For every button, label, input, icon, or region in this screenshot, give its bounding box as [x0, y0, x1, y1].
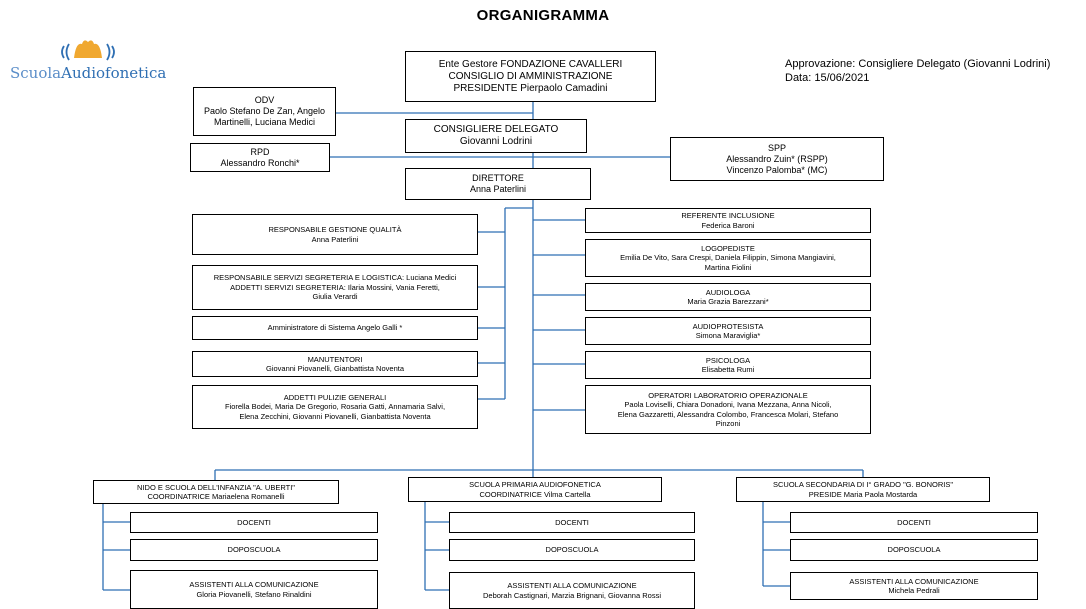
box-text-line: Paolo Stefano De Zan, Angelo	[203, 106, 326, 116]
box-text-line: SCUOLA SECONDARIA DI I° GRADO "G. BONORI…	[772, 480, 954, 489]
box-text-line: Emilia De Vito, Sara Crespi, Daniela Fil…	[620, 253, 836, 263]
box-text-line: Pinzoni	[715, 419, 741, 428]
page-title: ORGANIGRAMMA	[476, 7, 610, 24]
approval-date: Data: 15/06/2021	[785, 72, 870, 84]
box-text-line: RPD	[250, 146, 270, 157]
box-text-line: ADDETTI SERVIZI SEGRETERIA: Ilaria Mossi…	[230, 282, 440, 292]
box-text-line: Alessandro Zuin* (RSPP)	[726, 153, 828, 164]
box-text-line: Vincenzo Palomba* (MC)	[726, 164, 828, 175]
box-text-line: Gloria Piovanelli, Stefano Rinaldini	[196, 589, 312, 599]
school-logo: ScuolaAudiofonetica	[10, 36, 180, 86]
logo-wordmark: ScuolaAudiofonetica	[10, 64, 167, 82]
box-text-line: Michela Pedrali	[888, 586, 940, 595]
box-text-line: OPERATORI LABORATORIO OPERAZIONALE	[648, 390, 808, 400]
box-text-line: RESPONSABILE GESTIONE QUALITÀ	[268, 225, 402, 234]
box-text-line: LOGOPEDISTE	[701, 243, 755, 253]
box-text-line: Giovanni Piovanelli, Gianbattista Novent…	[266, 364, 404, 373]
amministratore-sistema-box: Amministratore di Sistema Angelo Galli *	[192, 316, 478, 340]
box-text-line: COORDINATRICE Mariaelena Romanelli	[147, 492, 285, 501]
box-text-line: Deborah Castignari, Marzia Brignani, Gio…	[482, 590, 661, 600]
box-text-line: DOPOSCUOLA	[887, 545, 941, 555]
box-text-line: Anna Paterlini	[311, 234, 359, 244]
box-text-line: PRESIDE Maria Paola Mostarda	[808, 489, 918, 499]
box-text-line: Giulia Verardi	[312, 292, 358, 302]
school-infanzia-docenti: DOCENTI	[130, 512, 378, 533]
box-text-line: Paola Loviselli, Chiara Donadoni, Ivana …	[624, 400, 832, 409]
school-primaria-doposcuola: DOPOSCUOLA	[449, 539, 695, 561]
school-primaria-docenti: DOCENTI	[449, 512, 695, 533]
box-text-line: COORDINATRICE Vilma Cartella	[479, 489, 591, 499]
box-text-line: ASSISTENTI ALLA COMUNICAZIONE	[507, 581, 637, 590]
box-text-line: ODV	[254, 95, 275, 105]
box-text-line: ASSISTENTI ALLA COMUNICAZIONE	[849, 576, 979, 586]
box-text-line: Martina Fiolini	[704, 262, 752, 272]
box-text-line: Elena Gazzaretti, Alessandra Colombo, Fr…	[617, 409, 839, 419]
box-text-line: Fiorella Bodei, Maria De Gregorio, Rosar…	[224, 402, 446, 412]
box-text-line: MANUTENTORI	[307, 354, 363, 364]
box-text-line: AUDIOPROTESISTA	[692, 321, 764, 331]
box-text-line: ASSISTENTI ALLA COMUNICAZIONE	[189, 580, 319, 589]
school-secondaria-docenti: DOCENTI	[790, 512, 1038, 533]
box-text-line: Elena Zecchini, Giovanni Piovanelli, Gia…	[239, 411, 431, 421]
approval-note: Approvazione: Consigliere Delegato (Giov…	[785, 57, 1050, 85]
box-text-line: DOCENTI	[555, 517, 589, 527]
box-text-line: Anna Paterlini	[469, 184, 527, 194]
box-text-line: SCUOLA PRIMARIA AUDIOFONETICA	[469, 480, 601, 489]
box-text-line: PRESIDENTE Pierpaolo Camadini	[453, 82, 608, 94]
box-text-line: Giovanni Lodrini	[459, 136, 533, 147]
box-text-line: Maria Grazia Barezzani*	[687, 297, 769, 306]
school-secondaria-head: SCUOLA SECONDARIA DI I° GRADO "G. BONORI…	[736, 477, 990, 502]
box-text-line: REFERENTE INCLUSIONE	[681, 211, 775, 220]
box-text-line: ADDETTI PULIZIE GENERALI	[283, 392, 387, 402]
box-text-line: Ente Gestore FONDAZIONE CAVALLERI	[438, 58, 623, 70]
box-text-line: Simona Maraviglia*	[695, 331, 761, 340]
approval-line: Approvazione: Consigliere Delegato (Giov…	[785, 58, 1051, 70]
box-text-line: NIDO E SCUOLA DELL'INFANZIA "A. UBERTI"	[137, 482, 295, 492]
box-text-line: RESPONSABILE SERVIZI SEGRETERIA E LOGIST…	[213, 273, 457, 283]
box-text-line: DOPOSCUOLA	[227, 545, 281, 555]
box-text-line: Federica Baroni	[701, 220, 755, 230]
box-text-line: Elisabetta Rumi	[701, 365, 755, 374]
school-secondaria-doposcuola: DOPOSCUOLA	[790, 539, 1038, 561]
box-text-line: DOCENTI	[237, 517, 271, 527]
box-text-line: Martinelli, Luciana Medici	[213, 117, 316, 127]
box-text-line: PSICOLOGA	[705, 355, 751, 365]
segreteria-logistica-box: RESPONSABILE SERVIZI SEGRETERIA E LOGIST…	[192, 265, 478, 310]
box-text-line: CONSIGLIO DI AMMINISTRAZIONE	[448, 70, 613, 82]
box-text-line: DIRETTORE	[472, 173, 524, 183]
box-text-line: Alessandro Ronchi*	[220, 157, 300, 168]
box-text-line: Amministratore di Sistema Angelo Galli *	[267, 323, 403, 333]
box-text-line: DOCENTI	[897, 517, 931, 527]
school-infanzia-head: NIDO E SCUOLA DELL'INFANZIA "A. UBERTI"C…	[93, 480, 339, 504]
box-text-line: AUDIOLOGA	[705, 287, 751, 297]
hands-logo-icon	[61, 40, 115, 61]
box-text-line: CONSIGLIERE DELEGATO	[433, 124, 559, 135]
box-text-line: SPP	[767, 142, 786, 153]
school-infanzia-doposcuola: DOPOSCUOLA	[130, 539, 378, 561]
box-text-line: DOPOSCUOLA	[545, 545, 599, 555]
